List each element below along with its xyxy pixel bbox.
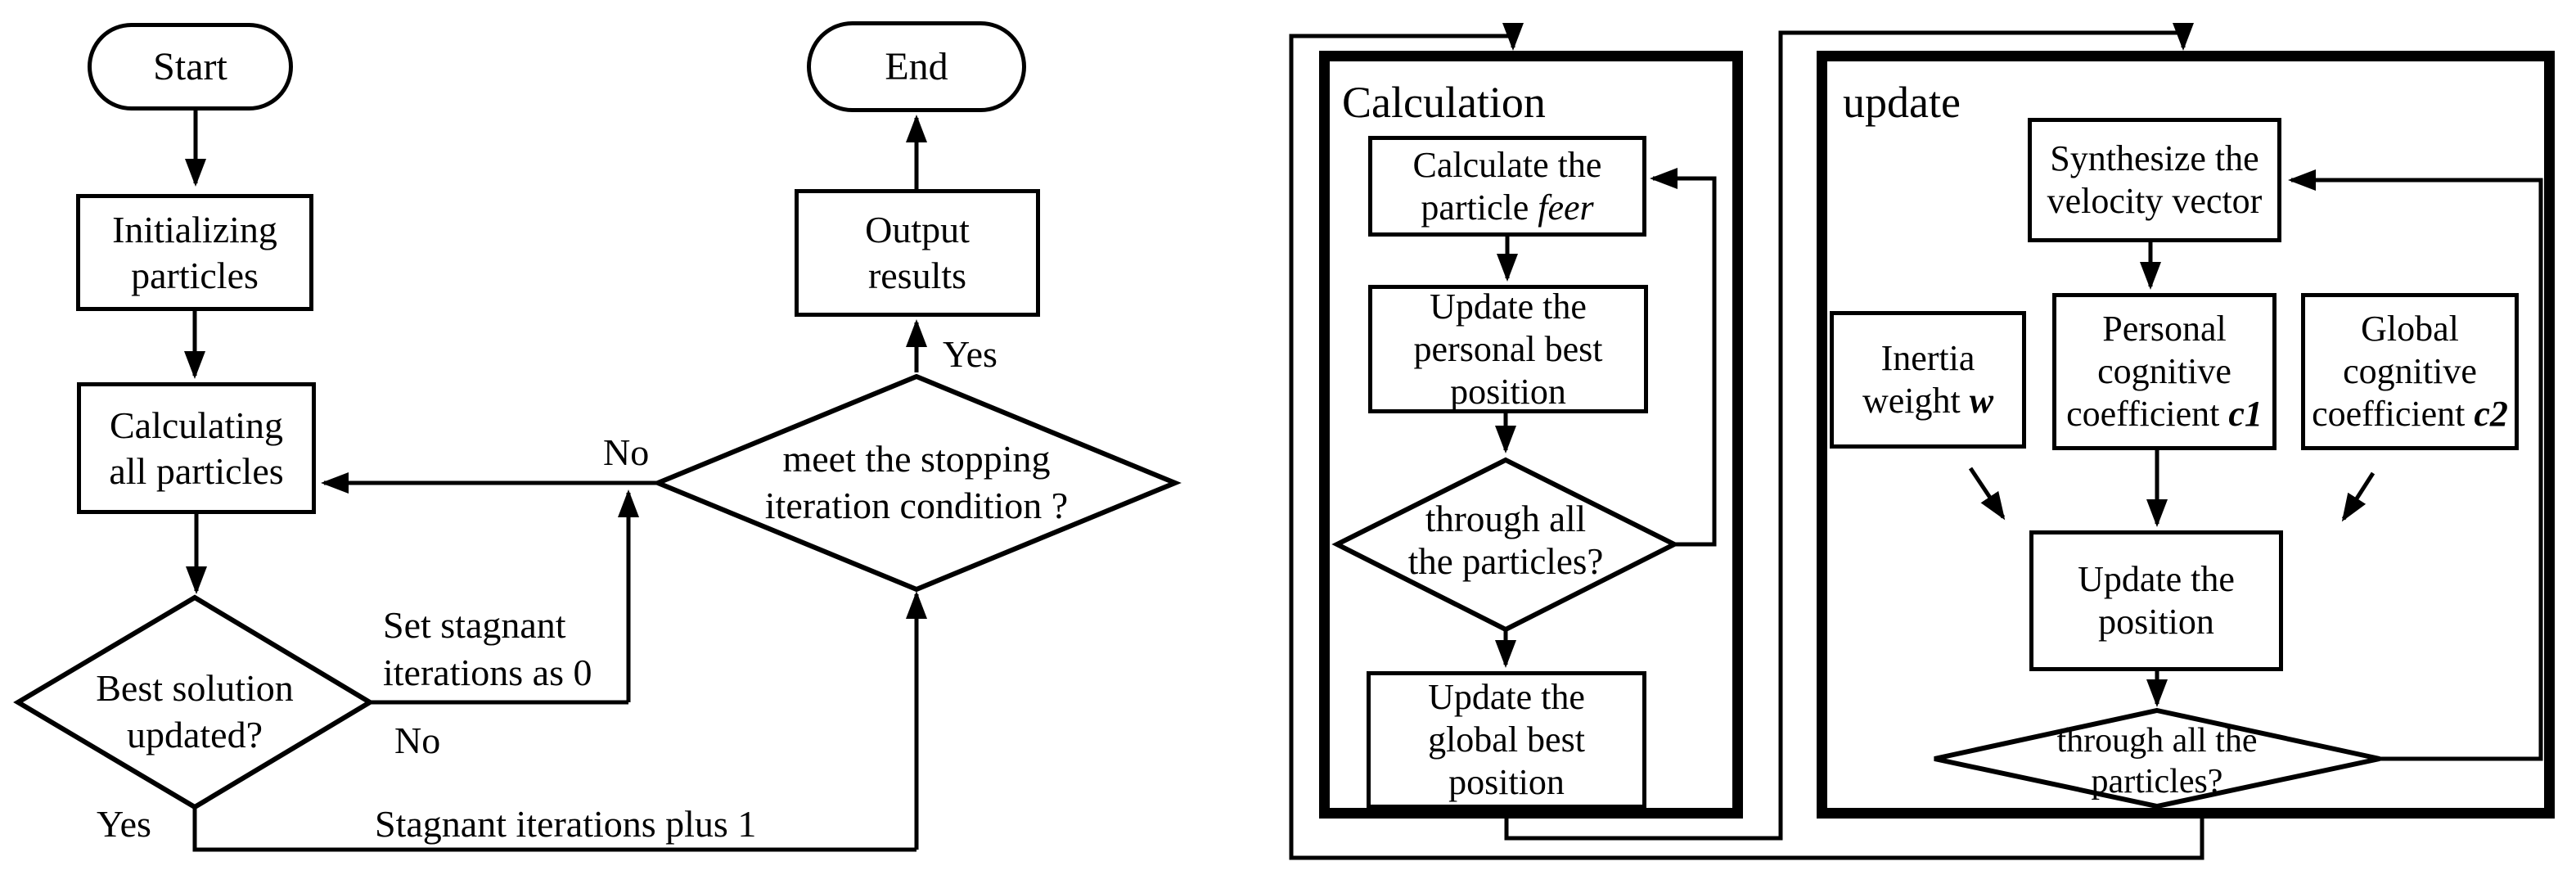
connector-calculation-to-update bbox=[1504, 23, 2194, 841]
global-best-line-1: Update the bbox=[1428, 677, 1585, 717]
update-global-best-step: Update the global best position bbox=[1367, 671, 1646, 809]
arrow-inertia-diagonal bbox=[1968, 467, 2006, 521]
through-update-line-1: through all the bbox=[2056, 722, 2258, 760]
connector-update-to-calculation bbox=[1289, 23, 2204, 860]
personal-best-line-2: personal best bbox=[1413, 328, 1603, 369]
global-coeff-line-1: Global bbox=[2361, 309, 2459, 349]
end-label: End bbox=[885, 44, 948, 88]
fitness-line-2: particle feer bbox=[1421, 187, 1593, 229]
personal-coeff-line-3-pre: coefficient bbox=[2066, 394, 2229, 434]
through-update-line-2: particles? bbox=[2091, 763, 2223, 801]
calculation-panel bbox=[1319, 51, 1743, 819]
no-stopping-label: No bbox=[603, 431, 650, 473]
line-best-bottom bbox=[192, 807, 916, 852]
global-coeff-line-3: coefficient c2 bbox=[2312, 393, 2508, 435]
fitness-line-2-pre: particle bbox=[1421, 187, 1538, 228]
update-panel bbox=[1817, 51, 2555, 819]
arrow-global-coeff-diagonal bbox=[2341, 471, 2376, 522]
start-terminal: Start bbox=[88, 23, 293, 111]
personal-coefficient-box: Personal cognitive coefficient c1 bbox=[2052, 293, 2277, 450]
calc-line-1: Calculating bbox=[109, 404, 284, 446]
decision-through-particles-update bbox=[1934, 707, 2380, 810]
global-coefficient-box: Global cognitive coefficient c2 bbox=[2301, 293, 2519, 450]
end-terminal: End bbox=[807, 21, 1026, 112]
inertia-line-1: Inertia bbox=[1880, 338, 1975, 378]
synthesize-line-2: velocity vector bbox=[2047, 181, 2263, 221]
update-panel-title: update bbox=[1843, 78, 1961, 127]
decision-stopping-condition bbox=[651, 373, 1182, 593]
global-best-line-2: global best bbox=[1428, 719, 1585, 760]
set-stagnant-label: Set stagnant iterations as 0 bbox=[383, 602, 592, 697]
calc-line-2: all particles bbox=[109, 449, 284, 492]
global-coeff-line-2: cognitive bbox=[2343, 351, 2477, 391]
yes-stopping-label: Yes bbox=[943, 333, 998, 375]
global-best-line-3: position bbox=[1448, 762, 1565, 802]
best-solution-text: Best solution updated? bbox=[47, 665, 342, 758]
set-stagnant-line-2: iterations as 0 bbox=[383, 652, 592, 693]
start-label: Start bbox=[153, 44, 227, 88]
through-calc-line-1: through all bbox=[1425, 498, 1587, 539]
synthesize-velocity-step: Synthesize the velocity vector bbox=[2028, 118, 2281, 242]
synthesize-line-1: Synthesize the bbox=[2050, 138, 2259, 178]
position-line-1: Update the bbox=[2078, 559, 2235, 599]
personal-coeff-line-1: Personal bbox=[2102, 309, 2227, 349]
personal-coeff-variable: c1 bbox=[2228, 394, 2263, 434]
stop-line-1: meet the stopping bbox=[782, 438, 1051, 480]
update-position-step: Update the position bbox=[2029, 530, 2283, 671]
position-line-2: position bbox=[2098, 602, 2214, 642]
personal-coeff-line-3: coefficient c1 bbox=[2066, 393, 2263, 435]
stop-line-2: iteration condition ? bbox=[764, 485, 1069, 526]
best-line-2: updated? bbox=[126, 714, 263, 755]
inertia-weight-box: Inertia weight w bbox=[1830, 311, 2026, 449]
decision-best-solution bbox=[13, 594, 375, 810]
personal-best-line-1: Update the bbox=[1430, 286, 1587, 327]
initializing-particles-step: Initializing particles bbox=[76, 194, 313, 311]
init-line-1: Initializing bbox=[112, 208, 277, 250]
personal-coeff-line-2: cognitive bbox=[2097, 351, 2231, 391]
inertia-variable: w bbox=[1969, 381, 1994, 421]
through-particles-calc-text: through all the particles? bbox=[1342, 498, 1669, 583]
calculate-fitness-step: Calculate the particle feer bbox=[1368, 136, 1646, 237]
through-calc-line-2: the particles? bbox=[1407, 541, 1604, 582]
init-line-2: particles bbox=[131, 254, 259, 296]
fitness-variable: feer bbox=[1538, 187, 1594, 228]
stopping-condition-text: meet the stopping iteration condition ? bbox=[655, 435, 1178, 529]
calculation-panel-title: Calculation bbox=[1342, 78, 1546, 127]
global-coeff-line-3-pre: coefficient bbox=[2312, 394, 2475, 434]
yes-best-label: Yes bbox=[97, 803, 151, 845]
best-line-1: Best solution bbox=[96, 667, 294, 709]
inertia-line-2: weight w bbox=[1862, 380, 1993, 422]
stagnant-plus-label: Stagnant iterations plus 1 bbox=[375, 803, 757, 845]
inertia-line-2-pre: weight bbox=[1862, 381, 1970, 421]
through-particles-update-text: through all the particles? bbox=[1993, 720, 2321, 802]
update-personal-best-step: Update the personal best position bbox=[1368, 285, 1648, 413]
output-line-2: results bbox=[867, 255, 967, 296]
no-best-label: No bbox=[394, 719, 441, 761]
personal-best-line-3: position bbox=[1450, 371, 1566, 412]
output-results-step: Output results bbox=[795, 189, 1040, 317]
calculating-particles-step: Calculating all particles bbox=[77, 382, 316, 514]
loop-through-to-synthesize bbox=[2288, 169, 2543, 761]
set-stagnant-line-1: Set stagnant bbox=[383, 604, 566, 646]
output-line-1: Output bbox=[865, 209, 970, 250]
loop-through-to-fitness bbox=[1650, 168, 1717, 547]
fitness-line-1: Calculate the bbox=[1412, 144, 1602, 185]
decision-through-particles-calc bbox=[1331, 457, 1680, 633]
global-coeff-variable: c2 bbox=[2474, 394, 2508, 434]
